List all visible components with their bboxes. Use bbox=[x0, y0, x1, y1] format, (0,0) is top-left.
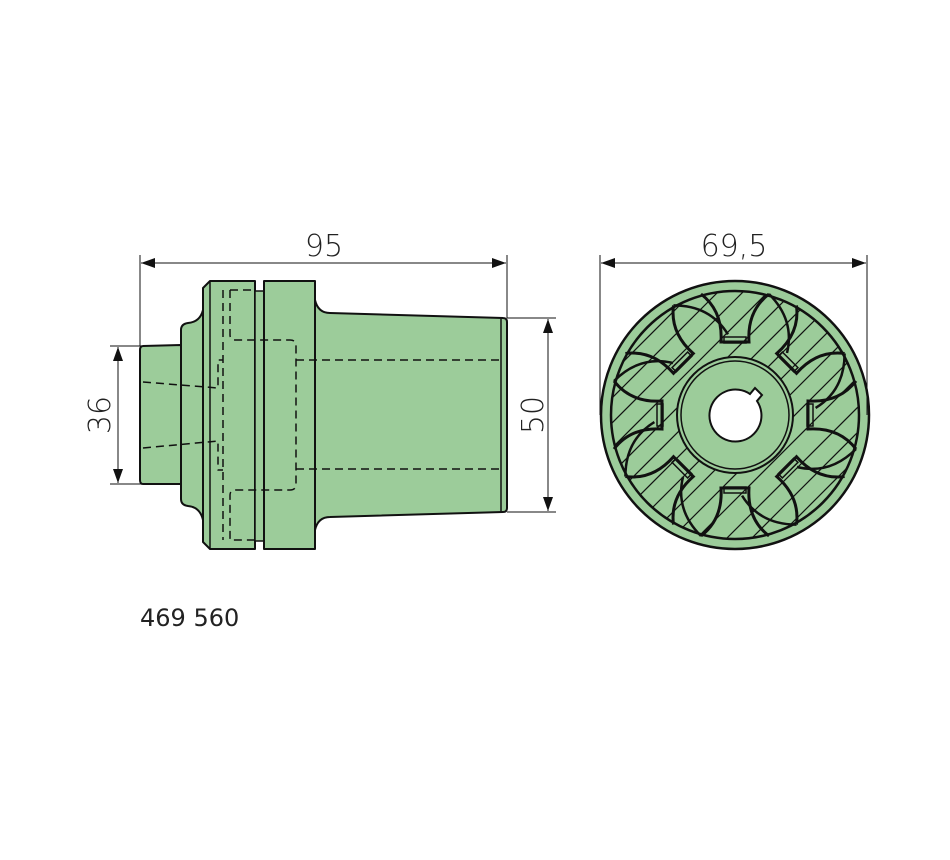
dim-outer-diameter: 69,5 bbox=[701, 229, 768, 264]
body bbox=[314, 299, 508, 531]
end-view bbox=[599, 279, 871, 551]
dim-body-diameter: 50 bbox=[516, 396, 551, 434]
dim-overall-length: 95 bbox=[305, 229, 343, 264]
spider-gap bbox=[254, 290, 265, 542]
side-view bbox=[139, 280, 508, 550]
flange-right bbox=[263, 280, 316, 550]
part-number: 469 560 bbox=[140, 604, 239, 632]
dimension-lines bbox=[110, 255, 868, 513]
shaft-section bbox=[139, 344, 182, 485]
dim-shaft-diameter: 36 bbox=[83, 396, 118, 434]
flange-left bbox=[202, 280, 256, 550]
hidden-lines bbox=[142, 289, 500, 541]
bore-with-keyway bbox=[708, 386, 764, 443]
